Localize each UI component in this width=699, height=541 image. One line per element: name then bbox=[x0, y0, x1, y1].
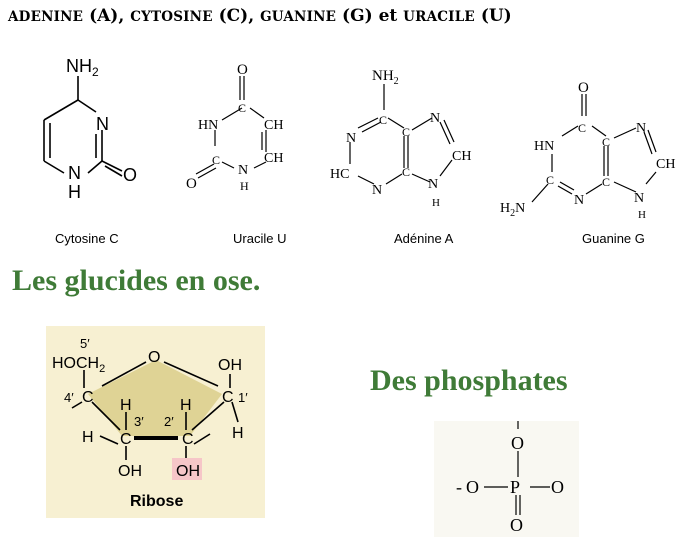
phosphate-oxygen-top: O bbox=[511, 433, 524, 453]
guanine-n9: N bbox=[634, 191, 644, 206]
cytosine-n3: N bbox=[96, 114, 109, 134]
title-letter-a: (A), bbox=[89, 6, 125, 26]
ribose-c3: C bbox=[120, 431, 132, 448]
ribose-label-1prime: 1′ bbox=[238, 390, 248, 405]
oh-highlight bbox=[172, 458, 202, 480]
phosphates-heading: Des phosphates bbox=[370, 364, 568, 397]
ribose-c4: C bbox=[82, 389, 94, 406]
title-word-adenine: ADENINE bbox=[8, 9, 84, 25]
guanine-structure: O C HN C N CH C C N N H H2N bbox=[500, 80, 675, 221]
title-word-uracile: URACILE bbox=[403, 9, 475, 25]
ribose-oh-c2: OH bbox=[176, 463, 200, 480]
ribose-label-2prime: 2′ bbox=[164, 414, 174, 429]
guanine-h2n: H2N bbox=[500, 201, 525, 219]
uracil-oxygen-left: O bbox=[186, 176, 197, 192]
adenine-n7: N bbox=[430, 111, 440, 126]
ribose-h-c1: H bbox=[232, 425, 244, 442]
ribose-h-c4: H bbox=[82, 429, 94, 446]
uracil-structure: O C HN CH CH C N H O bbox=[186, 62, 283, 193]
ribose-label-5prime: 5′ bbox=[80, 336, 90, 351]
adenine-n9: N bbox=[428, 177, 438, 192]
page-title: ADENINE (A), CYTOSINE (C), GUANINE (G) e… bbox=[8, 6, 512, 26]
uracil-c: C bbox=[238, 101, 246, 115]
guanine-n7: N bbox=[636, 121, 646, 136]
adenine-n1: N bbox=[346, 131, 356, 146]
uracil-ch-2: CH bbox=[264, 151, 283, 166]
guanine-c5: C bbox=[602, 135, 610, 149]
uracil-hn: HN bbox=[198, 118, 218, 133]
cytosine-nh2: NH2 bbox=[66, 56, 99, 79]
uracil-ch: CH bbox=[264, 118, 283, 133]
adenine-h: H bbox=[432, 197, 440, 209]
phosphate-oxygen-bottom: O bbox=[510, 515, 523, 535]
cytosine-h: H bbox=[68, 182, 81, 202]
ribose-c2: C bbox=[182, 431, 194, 448]
cytosine-caption: Cytosine C bbox=[55, 231, 119, 246]
guanine-hn: HN bbox=[534, 139, 554, 154]
title-word-cytosine: CYTOSINE bbox=[130, 9, 213, 25]
guanine-c2: C bbox=[546, 173, 554, 187]
ribose-structure: 5′ HOCH2 O OH 4′ C C 1′ H H 3′ 2′ H H C … bbox=[52, 336, 248, 510]
title-letter-c: (C), bbox=[218, 6, 255, 26]
phosphate-oxygen-right: O bbox=[551, 477, 564, 497]
title-word-guanine: GUANINE bbox=[260, 9, 337, 25]
title-letter-u: (U) bbox=[480, 6, 512, 26]
ribose-label-4prime: 4′ bbox=[64, 390, 74, 405]
title-letter-g: (G) bbox=[342, 6, 373, 26]
phosphate-p: P bbox=[510, 477, 520, 497]
uracil-caption: Uracile U bbox=[233, 231, 287, 246]
ribose-hoch2: HOCH2 bbox=[52, 355, 105, 375]
adenine-structure: NH2 C N C N CH HC C N N H bbox=[330, 68, 471, 209]
ribose-h-c2: H bbox=[180, 397, 192, 414]
adenine-hc: HC bbox=[330, 167, 349, 182]
title-word-et: et bbox=[378, 6, 398, 26]
guanine-oxygen: O bbox=[578, 80, 589, 96]
cytosine-n1: N bbox=[68, 163, 81, 183]
adenine-ch: CH bbox=[452, 149, 471, 164]
adenine-caption: Adénine A bbox=[394, 231, 454, 246]
phosphate-oxygen-left: O bbox=[466, 477, 479, 497]
ribose-ring-oxygen: O bbox=[148, 349, 160, 366]
ribose-label-3prime: 3′ bbox=[134, 414, 144, 429]
adenine-c5: C bbox=[402, 125, 410, 139]
ribose-h-c3: H bbox=[120, 397, 132, 414]
guanine-ch: CH bbox=[656, 157, 675, 172]
adenine-nh2: NH2 bbox=[372, 68, 399, 87]
guanine-c4: C bbox=[602, 175, 610, 189]
phosphate-panel: O - O P O O bbox=[434, 421, 579, 537]
guanine-caption: Guanine G bbox=[582, 231, 645, 246]
adenine-n3: N bbox=[372, 183, 382, 198]
phosphate-structure: O - O P O O bbox=[456, 421, 564, 535]
ribose-oh-c3: OH bbox=[118, 463, 142, 480]
ribose-caption: Ribose bbox=[130, 493, 183, 510]
ribose-oh-c1: OH bbox=[218, 357, 242, 374]
glucides-heading: Les glucides en ose. bbox=[12, 264, 261, 297]
ribose-c1: C bbox=[222, 389, 234, 406]
ribose-panel: 5′ HOCH2 O OH 4′ C C 1′ H H 3′ 2′ H H C … bbox=[46, 326, 265, 518]
uracil-c-2: C bbox=[212, 153, 220, 167]
guanine-c6: C bbox=[578, 121, 586, 135]
phosphate-minus-sign: - bbox=[456, 477, 462, 497]
uracil-n: N bbox=[238, 163, 248, 178]
uracil-oxygen-top: O bbox=[237, 62, 248, 78]
cytosine-structure: NH2 N O N H bbox=[43, 56, 137, 202]
uracil-h: H bbox=[240, 179, 249, 193]
guanine-h: H bbox=[638, 209, 646, 221]
guanine-n3: N bbox=[574, 193, 584, 208]
adenine-c6: C bbox=[379, 113, 387, 127]
adenine-c4: C bbox=[402, 165, 410, 179]
cytosine-oxygen: O bbox=[123, 165, 137, 185]
